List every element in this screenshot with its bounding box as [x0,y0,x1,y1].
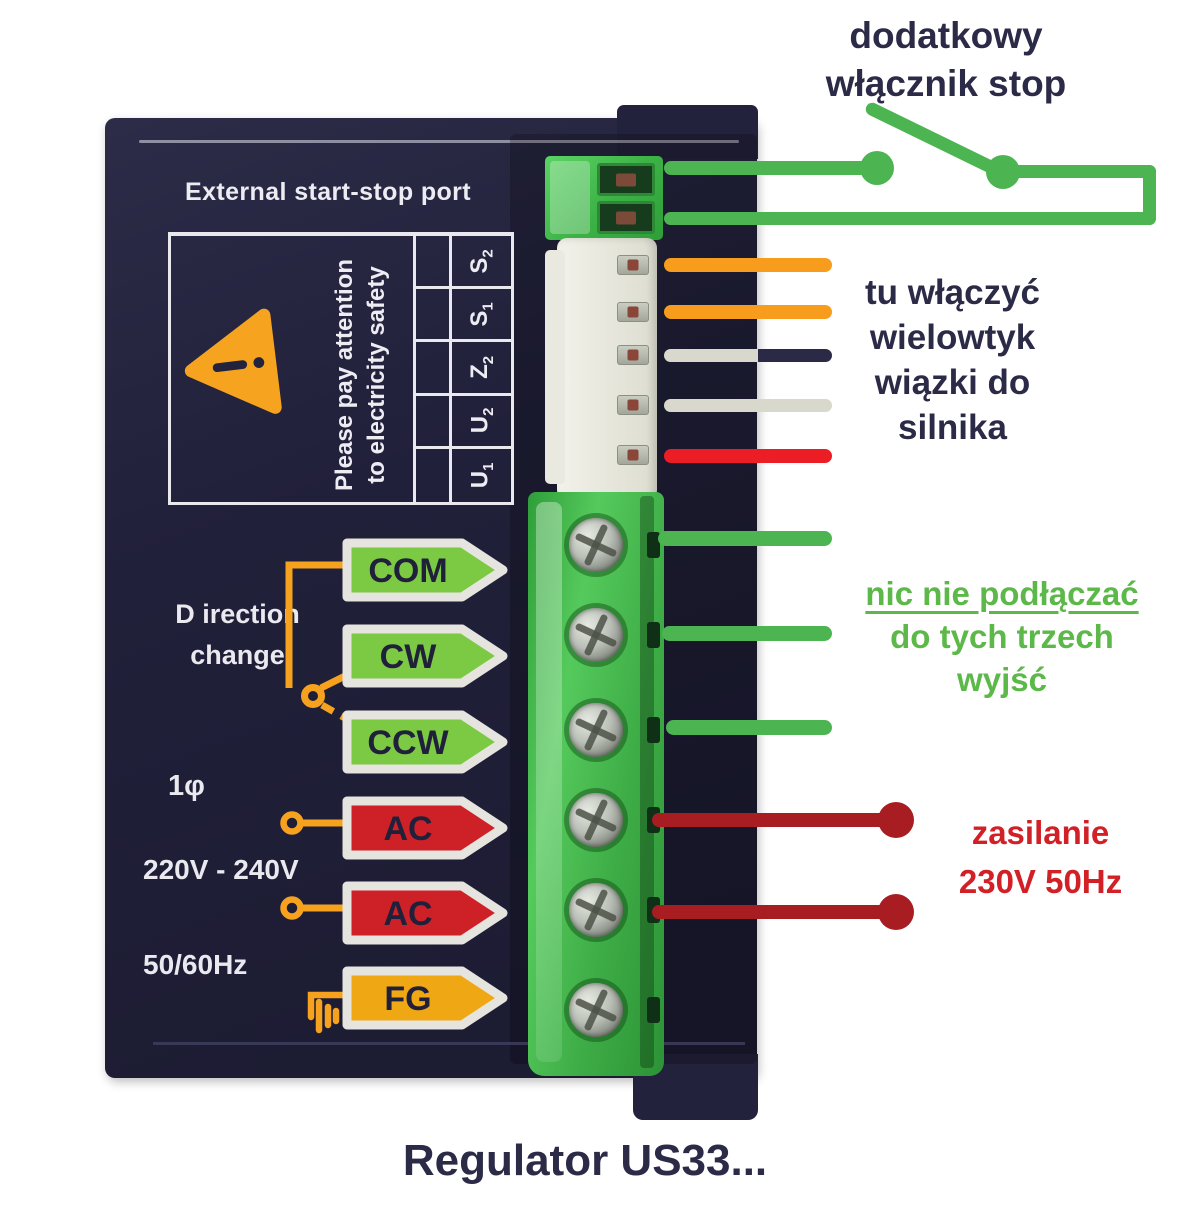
port-title: External start-stop port [185,178,472,206]
wire-slot-3 [647,717,660,743]
wire-slot-6 [647,997,660,1023]
motor-pin-4 [617,395,649,415]
pin-row-s1: S1 [416,289,511,343]
ac-terminal-1 [280,811,304,835]
bottom-groove [153,1042,745,1045]
motor-wire-white [664,399,832,412]
silkscreen-frame: S2 S1 Z2 U2 U1 [168,232,514,505]
power-wire-l [652,813,890,827]
screw-terminal-block [528,492,664,1076]
motor-wire-orange-1 [664,258,832,272]
terminal-screw-6 [569,983,623,1037]
motor-wire-orange-2 [664,305,832,319]
pin-label-column: S2 S1 Z2 U2 U1 [413,236,511,502]
cell-divider [449,448,452,502]
terminal-screw-4 [569,793,623,847]
switch-pivot [301,684,325,708]
svg-text:FG: FG [384,980,431,1018]
stop-switch-wire-b [1010,165,1156,178]
stop-switch-wire-corner [1143,165,1156,225]
pin-row-s2: S2 [416,236,511,290]
stop-connector-terminal-2 [597,201,655,234]
direction-change-label: D irection change [175,599,300,670]
output-wire-3 [666,720,832,735]
stop-switch-wire-a [664,161,876,175]
ground-symbol-icon [307,991,349,1034]
power-wire-n [652,905,890,919]
switch-contact-dot-1 [860,151,894,185]
arrow-label-com: COM [342,538,508,602]
annotation-motor-plug: tu włączyć wielowtyk wiązki do silnika [864,273,1041,447]
top-bevel-highlight [139,140,739,143]
motor-pin-2 [617,302,649,322]
annotation-stop-switch: dodatkowy włącznik stop [825,15,1067,104]
cell-divider [449,342,452,393]
arrow-label-ac1: AC [342,796,508,860]
svg-text:COM: COM [368,552,447,590]
com-feed-line [285,561,345,688]
pin-row-u1: U1 [416,448,511,502]
wire-slot-1 [647,532,660,558]
arrow-label-ccw: CCW [342,710,508,774]
warning-triangle-icon [184,308,282,414]
stop-switch-wire-return [664,212,1156,225]
pin-row-u2: U2 [416,395,511,449]
stop-connector-terminal-1 [597,163,655,196]
annotation-no-connect: nic nie podłączać do tych trzech wyjść [865,575,1139,698]
arrow-label-cw: CW [342,624,508,688]
svg-text:CW: CW [380,638,438,676]
svg-text:AC: AC [383,895,432,933]
output-wire-1 [658,531,832,546]
terminal-screw-3 [569,703,623,757]
ac-terminal-2 [280,896,304,920]
diagram-title: Regulator US33... [402,1136,768,1185]
motor-wire-red [664,449,832,463]
terminal-screw-5 [569,883,623,937]
motor-pin-3 [617,345,649,365]
svg-text:CCW: CCW [367,724,449,762]
terminal-screw-1 [569,518,623,572]
motor-plug-connector [545,238,657,500]
power-dot-l [878,802,914,838]
wire-slot-2 [647,622,660,648]
arrow-label-fg: FG [342,966,508,1030]
frequency-label: 50/60Hz [143,949,248,980]
terminal-screw-2 [569,608,623,662]
cell-divider [449,395,452,446]
stop-switch-connector [545,156,663,240]
cell-divider [449,289,452,340]
annotation-power: zasilanie 230V 50Hz [958,814,1123,900]
voltage-label: 220V - 240V [143,854,299,885]
motor-pin-1 [617,255,649,275]
cell-divider [449,236,452,287]
svg-text:AC: AC [383,810,432,848]
regulator-device: External start-stop port S2 S1 Z2 U2 [105,105,758,1120]
power-dot-n [878,894,914,930]
motor-wire-black [664,349,832,362]
pin-row-z2: Z2 [416,342,511,396]
phase-label: 1φ [168,770,205,802]
motor-pin-5 [617,445,649,465]
arrow-label-ac2: AC [342,881,508,945]
output-wire-2 [662,626,832,641]
housing-top-tab [617,105,758,159]
